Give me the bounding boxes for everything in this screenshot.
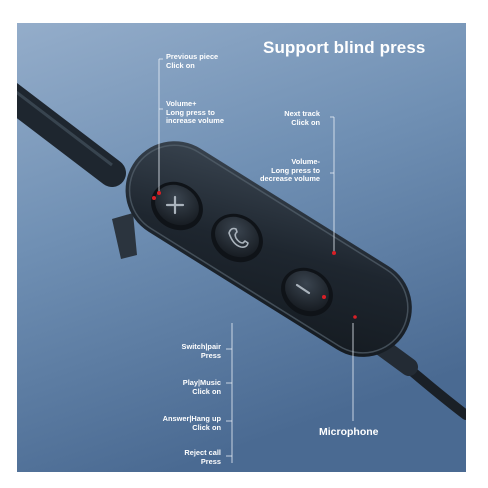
headline: Support blind press [263,38,426,57]
callout-volume-up: Volume+ Long press to increase volume [166,99,224,126]
callout-play-music: Play|Music Click on [182,378,221,396]
microphone-hole [353,315,357,319]
phone-icon [228,227,249,248]
multifunction-button[interactable] [202,204,272,272]
callout-next: Next track Click on [284,109,320,127]
callout-microphone: Microphone [319,426,379,438]
callout-dot [332,251,336,255]
cable-left [17,83,126,187]
callout-switch-pair: Switch|pair Press [181,342,221,360]
callout-previous: Previous piece Click on [166,52,219,70]
callout-lines [158,58,354,463]
callout-answer-hangup: Answer|Hang up Click on [162,414,221,432]
volume-up-button[interactable] [142,172,212,240]
indicator-dot [152,196,156,200]
callout-volume-down: Volume- Long press to decrease volume [260,157,320,184]
callout-dot [157,191,161,195]
plus-icon [165,195,185,215]
indicator-dot [322,295,326,299]
charging-clip [112,213,137,259]
minus-icon [295,283,311,295]
product-image: Support blind press Previous piece Click… [17,23,466,472]
callout-reject-call: Reject call Press [184,448,221,466]
remote-body-rim [128,144,409,354]
remote-illustration [17,23,466,472]
volume-down-button[interactable] [272,258,342,326]
cable-left-highlight [17,90,113,167]
